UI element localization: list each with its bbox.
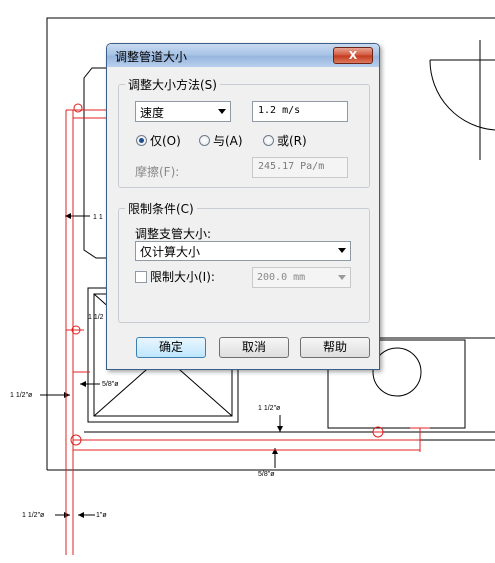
- resize-duct-dialog: 调整管道大小 X 调整大小方法(S) 速度 1.2 m/s 仅(O) 与(A) …: [106, 43, 380, 370]
- dim-label-bottom-left-b: 1"ø: [96, 512, 107, 519]
- help-button[interactable]: 帮助: [300, 337, 370, 358]
- radio-only[interactable]: [136, 135, 147, 146]
- dim-label-bottom-left-a: 1 1/2"ø: [22, 512, 45, 519]
- branch-sizing-select-value: 仅计算大小: [140, 245, 201, 259]
- method-select[interactable]: 速度: [135, 101, 231, 122]
- limit-size-checkbox[interactable]: [135, 271, 147, 283]
- dim-label-left-top: 1 1: [93, 214, 103, 221]
- constraints-legend: 限制条件(C): [125, 200, 197, 217]
- constraints-group: 限制条件(C) 调整支管大小: 仅计算大小 限制大小(I): 200.0 mm: [118, 200, 370, 323]
- sizing-method-group: 调整大小方法(S) 速度 1.2 m/s 仅(O) 与(A) 或(R) 摩擦(F…: [118, 76, 370, 188]
- branch-sizing-select[interactable]: 仅计算大小: [135, 241, 351, 261]
- friction-input[interactable]: 245.17 Pa/m: [252, 157, 348, 178]
- radio-only-label[interactable]: 仅(O): [150, 134, 181, 148]
- velocity-input[interactable]: 1.2 m/s: [252, 101, 348, 122]
- ok-button[interactable]: 确定: [136, 337, 206, 358]
- chevron-down-icon: [218, 109, 226, 114]
- friction-label: 摩擦(F):: [135, 165, 180, 179]
- dim-label-left-mid: 1 1/2: [88, 314, 104, 321]
- radio-or-label[interactable]: 或(R): [277, 134, 307, 148]
- close-button[interactable]: X: [333, 47, 373, 64]
- sizing-method-legend: 调整大小方法(S): [125, 76, 220, 93]
- branch-sizing-label: 调整支管大小:: [135, 227, 212, 241]
- limit-size-value: 200.0 mm: [257, 272, 306, 283]
- dialog-titlebar[interactable]: 调整管道大小 X: [107, 44, 379, 67]
- cad-dimension-labels: 1 1 1 1/2 1 1/2"ø 5/8"ø 1 1/2"ø 5/8"ø 1 …: [10, 214, 281, 519]
- radio-and-label[interactable]: 与(A): [213, 134, 243, 148]
- dialog-title: 调整管道大小: [115, 50, 188, 64]
- dim-label-bottom-a: 5/8"ø: [258, 471, 275, 478]
- method-select-value: 速度: [140, 106, 165, 120]
- cancel-button[interactable]: 取消: [219, 337, 289, 358]
- dim-label-right-a: 1 1/2"ø: [258, 405, 281, 412]
- chevron-down-icon: [338, 275, 346, 280]
- radio-or[interactable]: [263, 135, 274, 146]
- limit-size-label[interactable]: 限制大小(I):: [150, 270, 215, 284]
- limit-size-select[interactable]: 200.0 mm: [252, 267, 351, 288]
- radio-and[interactable]: [199, 135, 210, 146]
- dim-label-left-b: 5/8"ø: [102, 381, 119, 388]
- pipe-network: [65, 103, 430, 555]
- chevron-down-icon: [338, 248, 346, 253]
- dim-label-left-a: 1 1/2"ø: [10, 392, 33, 399]
